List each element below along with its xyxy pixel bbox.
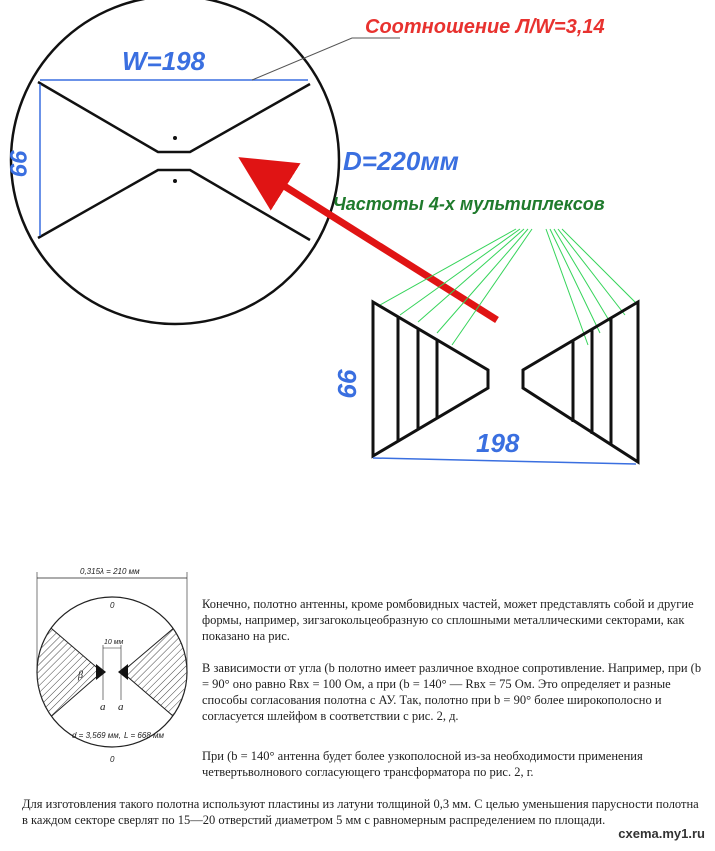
feed-point-top: [173, 136, 177, 140]
feed-point-bottom: [173, 179, 177, 183]
width-label: W=198: [122, 46, 206, 76]
bottom-width-label: 198: [476, 428, 520, 458]
height-label: 99: [4, 150, 31, 177]
antenna-diagram: Соотношение Л/W=3,14 W=198 99 D=220мм Ча…: [4, 0, 640, 465]
sector-antenna-figure: 0,315λ = 210 мм 10 мм 0 0 β a a d = 3,56…: [36, 567, 188, 764]
sector-terminal-a-right: a: [118, 701, 124, 713]
paragraph-shapes: Конечно, полотно антенны, кроме ромбовид…: [202, 597, 694, 643]
sector-gap-label: 10 мм: [104, 639, 124, 646]
sector-d-label: d = 3,569 мм,: [72, 731, 121, 740]
sector-top-dimension: 0,315λ = 210 мм: [80, 567, 140, 576]
frequency-rays: [379, 228, 639, 346]
red-arrow: [238, 157, 499, 323]
sector-terminal-a-left: a: [100, 701, 106, 713]
sector-angle-label: β: [77, 670, 83, 681]
sector-l-label: L = 668 мм: [124, 731, 164, 740]
sector-zero-bottom: 0: [110, 755, 115, 764]
sector-zero-top: 0: [110, 601, 115, 610]
diameter-label: D=220мм: [343, 146, 459, 176]
antenna-circle: [9, 0, 341, 326]
paragraph-impedance: В зависимости от угла (b полотно имеет р…: [202, 661, 702, 723]
left-triangle: [371, 299, 490, 459]
paragraph-transformer: При (b = 140° антенна будет более узкопо…: [202, 749, 643, 779]
frequencies-label: Частоты 4-х мультиплексов: [333, 194, 605, 214]
site-watermark: cxema.my1.ru: [618, 826, 705, 841]
ratio-leader-line: [251, 37, 400, 81]
bowtie-outline: [37, 80, 311, 242]
right-triangle: [521, 299, 640, 465]
ratio-label: Соотношение Л/W=3,14: [365, 16, 605, 38]
bottom-width-dimension-line: [372, 457, 637, 465]
paragraph-manufacturing: Для изготовления такого полотна использу…: [22, 797, 699, 827]
bottom-height-label: 99: [332, 369, 362, 398]
